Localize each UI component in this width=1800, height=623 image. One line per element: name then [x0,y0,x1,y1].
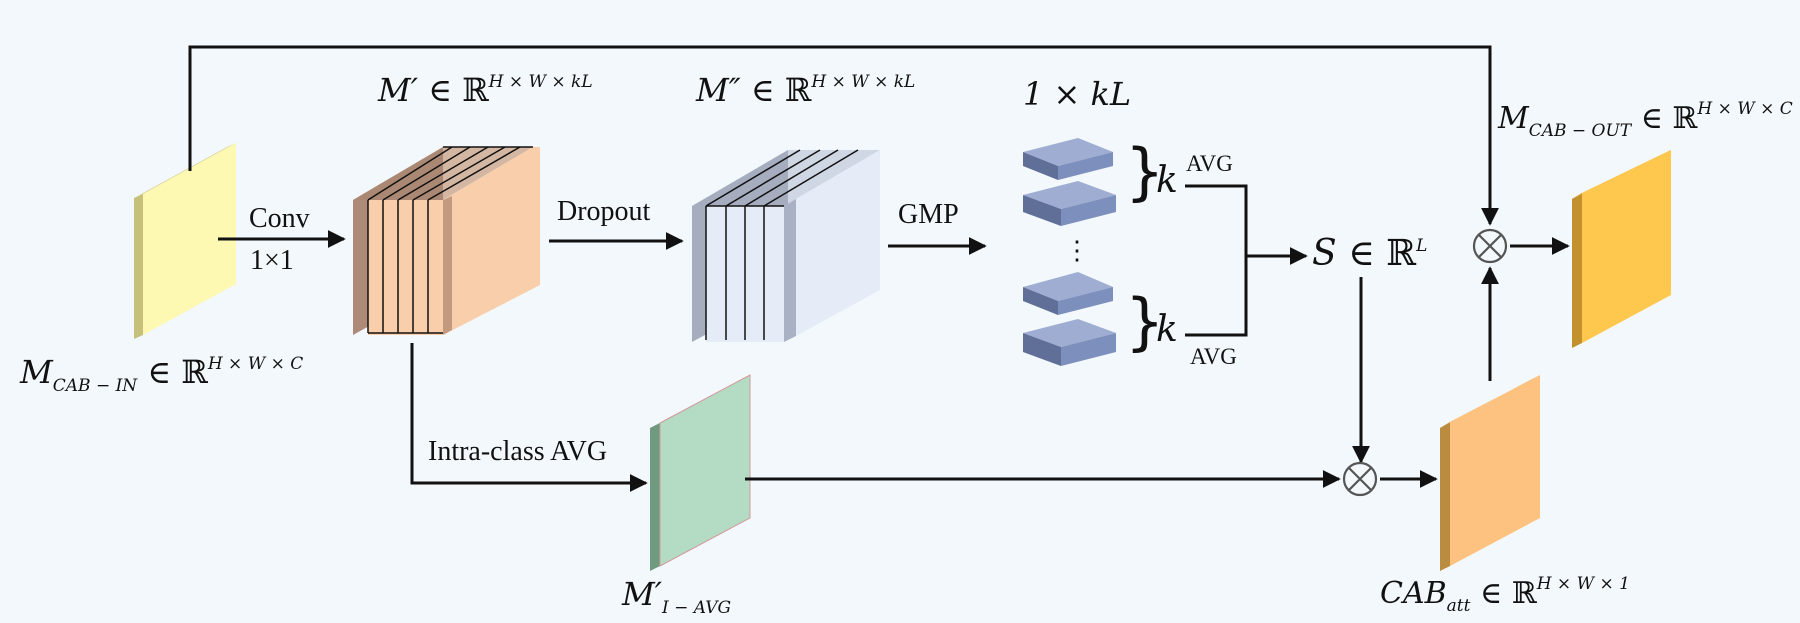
avg-plate-front [659,374,751,567]
m-i-avg-label: M′I − AVG [622,575,732,618]
pooled-vector-group [1023,138,1116,366]
input-plate-top [134,143,236,198]
m-prime-front-shade [443,196,452,335]
multiply-operator-top [1472,228,1508,264]
attention-feature-map [1440,375,1540,571]
skip-connection-arrow [188,45,1499,226]
brace-top: } [1125,135,1165,208]
intra-avg-feature-map [650,374,751,571]
output-feature-map [1572,150,1671,348]
intra-class-arrow [410,343,648,492]
pool-block-3 [1023,272,1113,315]
intra-class-avg-label: Intra-class AVG [428,436,608,467]
k-top-label: k [1156,160,1178,201]
ellipsis-vertical: ⋮ [1064,236,1090,265]
k-bottom-label: k [1156,309,1178,350]
m-prime-slice-lines [367,146,533,334]
input-feature-map [134,143,236,339]
cab-att-label: CABatt ∈ ℝH × W × 1 [1380,574,1630,616]
dropout-label: Dropout [557,196,651,227]
pool-block-1 [1023,138,1113,180]
m-double-prime-slice-lines [705,149,859,340]
out-plate-front [1582,150,1671,343]
att-plate-side [1440,422,1450,571]
m-cab-in-label: MCAB − IN ∈ ℝH × W × C [20,353,304,396]
conv-kernel-label: 1×1 [250,245,294,276]
m-double-prime-front [796,150,880,336]
att-plate-front [1450,375,1540,566]
avg-merge-lines [1185,184,1248,337]
m-prime-label: M′ ∈ ℝH × W × kL [378,71,593,109]
input-plate-front [143,143,236,335]
gmp-label: GMP [898,199,959,230]
m-cab-out-label: MCAB − OUT ∈ ℝH × W × C [1498,99,1793,141]
avg-top-label: AVG [1186,151,1233,176]
m-double-prime-front-shade [784,199,796,342]
brace-bottom: } [1125,285,1165,358]
m-double-prime-label: M″ ∈ ℝH × W × kL [696,71,916,109]
input-plate-side [134,194,143,339]
m-prime-block [353,146,540,335]
multiply-operator-bottom [1342,461,1378,497]
out-plate-side [1572,193,1582,348]
pool-block-2 [1023,181,1116,226]
avg-plate-side [650,423,660,571]
connectors [188,45,1570,492]
conv-label: Conv [249,203,310,234]
pooled-size-label: 1 × kL [1023,75,1132,113]
m-prime-front [443,147,540,335]
pool-block-4 [1023,319,1116,366]
m-prime-slices [368,200,443,335]
s-vector-label: S ∈ ℝL [1312,233,1428,274]
m-double-prime-block [692,149,880,342]
avg-bottom-label: AVG [1190,344,1237,369]
